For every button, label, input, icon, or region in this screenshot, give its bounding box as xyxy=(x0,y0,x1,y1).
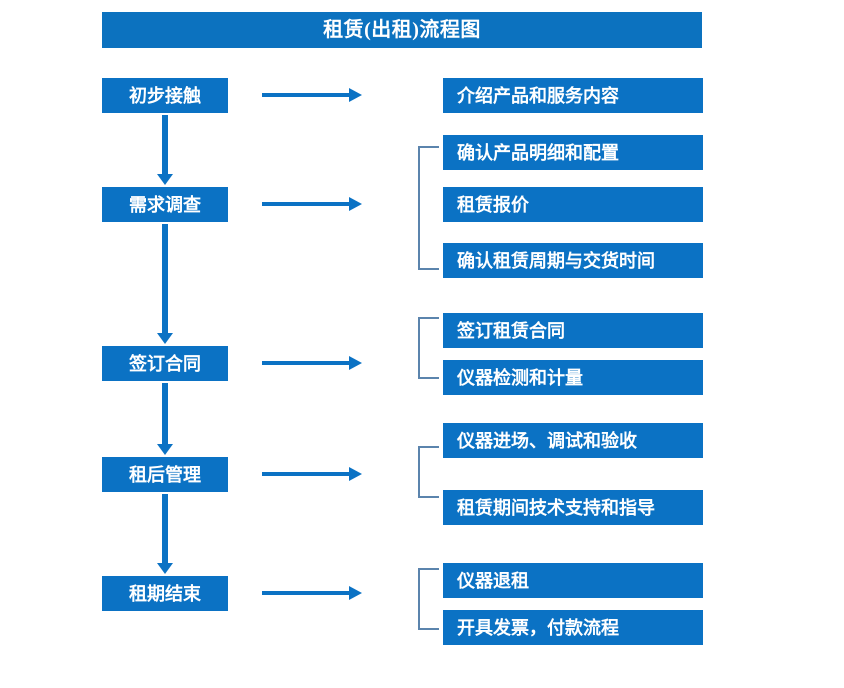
detail-node-label: 确认租赁周期与交货时间 xyxy=(457,250,655,271)
vertical-arrow-1-2 xyxy=(155,115,175,185)
stage-node-1[interactable]: 初步接触 xyxy=(102,78,228,113)
detail-node-label: 租赁报价 xyxy=(457,194,529,215)
vertical-arrow-4-5 xyxy=(155,494,175,574)
arrow-stem xyxy=(262,202,350,206)
arrow-stem xyxy=(262,93,350,97)
arrow-stem xyxy=(162,494,168,563)
arrow-stem xyxy=(262,472,350,476)
detail-node-label: 租赁期间技术支持和指导 xyxy=(457,497,655,518)
arrow-stem xyxy=(162,115,168,174)
arrow-head-icon xyxy=(349,197,362,211)
arrow-head-icon xyxy=(157,174,173,185)
horizontal-arrow-1 xyxy=(262,88,362,102)
stage-node-label: 需求调查 xyxy=(129,194,201,215)
arrow-head-icon xyxy=(157,444,173,455)
group-bracket-1 xyxy=(418,146,439,270)
group-bracket-2 xyxy=(418,317,439,379)
arrow-stem xyxy=(262,591,350,595)
vertical-arrow-2-3 xyxy=(155,224,175,344)
arrow-head-icon xyxy=(349,88,362,102)
detail-node-label: 开具发票，付款流程 xyxy=(457,617,619,638)
detail-node-4[interactable]: 确认租赁周期与交货时间 xyxy=(443,243,703,278)
page-title: 租赁(出租)流程图 xyxy=(323,19,481,41)
detail-node-label: 仪器检测和计量 xyxy=(457,367,583,388)
detail-node-10[interactable]: 开具发票，付款流程 xyxy=(443,610,703,645)
detail-node-5[interactable]: 签订租赁合同 xyxy=(443,313,703,348)
detail-node-6[interactable]: 仪器检测和计量 xyxy=(443,360,703,395)
detail-node-2[interactable]: 确认产品明细和配置 xyxy=(443,135,703,170)
arrow-head-icon xyxy=(349,356,362,370)
detail-node-7[interactable]: 仪器进场、调试和验收 xyxy=(443,423,703,458)
detail-node-label: 仪器退租 xyxy=(457,570,529,591)
horizontal-arrow-4 xyxy=(262,467,362,481)
vertical-arrow-3-4 xyxy=(155,383,175,455)
arrow-stem xyxy=(262,361,350,365)
arrow-head-icon xyxy=(349,586,362,600)
stage-node-3[interactable]: 签订合同 xyxy=(102,346,228,381)
detail-node-3[interactable]: 租赁报价 xyxy=(443,187,703,222)
group-bracket-4 xyxy=(418,568,439,630)
group-bracket-3 xyxy=(418,446,439,498)
arrow-head-icon xyxy=(349,467,362,481)
arrow-stem xyxy=(162,224,168,333)
flowchart-title-banner: 租赁(出租)流程图 xyxy=(102,12,702,48)
detail-node-label: 仪器进场、调试和验收 xyxy=(457,430,637,451)
stage-node-label: 租后管理 xyxy=(129,464,201,485)
detail-node-label: 确认产品明细和配置 xyxy=(457,142,619,163)
horizontal-arrow-2 xyxy=(262,197,362,211)
detail-node-label: 签订租赁合同 xyxy=(457,320,565,341)
arrow-head-icon xyxy=(157,563,173,574)
stage-node-label: 租期结束 xyxy=(129,583,201,604)
stage-node-label: 签订合同 xyxy=(129,353,201,374)
detail-node-1[interactable]: 介绍产品和服务内容 xyxy=(443,78,703,113)
horizontal-arrow-3 xyxy=(262,356,362,370)
stage-node-label: 初步接触 xyxy=(129,85,201,106)
arrow-head-icon xyxy=(157,333,173,344)
detail-node-label: 介绍产品和服务内容 xyxy=(457,85,619,106)
arrow-stem xyxy=(162,383,168,444)
stage-node-5[interactable]: 租期结束 xyxy=(102,576,228,611)
stage-node-2[interactable]: 需求调查 xyxy=(102,187,228,222)
detail-node-9[interactable]: 仪器退租 xyxy=(443,563,703,598)
horizontal-arrow-5 xyxy=(262,586,362,600)
detail-node-8[interactable]: 租赁期间技术支持和指导 xyxy=(443,490,703,525)
stage-node-4[interactable]: 租后管理 xyxy=(102,457,228,492)
